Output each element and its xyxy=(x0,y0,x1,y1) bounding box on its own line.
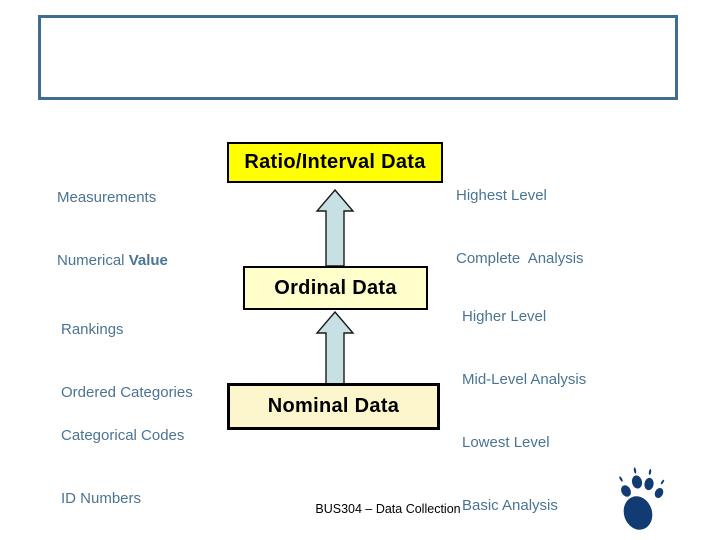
label-line: Rankings xyxy=(61,321,124,338)
label-highest-level: Highest Level Complete Analysis xyxy=(456,143,584,311)
footer-course-text: BUS304 – Data Collection xyxy=(315,502,461,516)
up-arrow-icon xyxy=(315,311,355,385)
label-line: Highest Level xyxy=(456,187,547,204)
title-placeholder-box xyxy=(38,15,678,100)
paw-print-icon xyxy=(619,467,665,530)
label-line: ID Numbers xyxy=(61,490,142,507)
label-line: Measurements xyxy=(57,189,157,206)
label-line: Lowest Level xyxy=(462,434,550,451)
box-ordinal-data: Ordinal Data xyxy=(243,266,428,310)
box-ratio-interval-data: Ratio/Interval Data xyxy=(227,142,443,183)
label-line: Basic Analysis xyxy=(462,497,558,514)
label-higher-level: Higher Level Mid-Level Analysis xyxy=(462,264,586,432)
label-measurements: Measurements Numerical Value xyxy=(57,145,168,313)
label-rankings: Rankings Ordered Categories xyxy=(61,277,193,445)
box-nominal-data: Nominal Data xyxy=(227,383,440,430)
label-categorical-codes: Categorical Codes ID Numbers Category Na… xyxy=(61,383,184,540)
up-arrow-icon xyxy=(315,189,355,267)
label-line: Complete Analysis xyxy=(456,250,584,267)
label-line: Mid-Level Analysis xyxy=(462,371,587,388)
label-lowest-level: Lowest Level Basic Analysis xyxy=(462,390,558,540)
label-line: Ordered Categories xyxy=(61,384,193,401)
label-line: Categorical Codes xyxy=(61,427,185,444)
label-line: Numerical Value xyxy=(57,252,168,269)
label-line: Higher Level xyxy=(462,308,547,325)
